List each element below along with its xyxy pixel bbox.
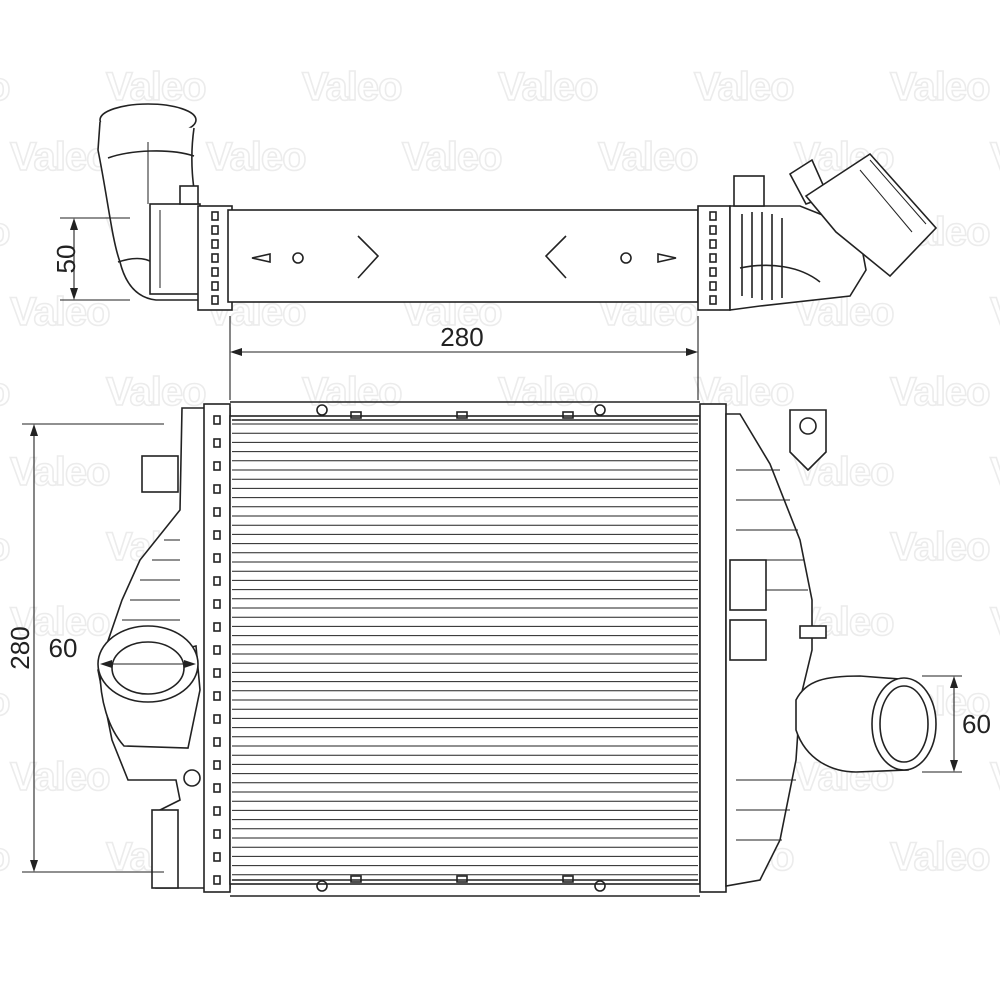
valeo-watermark: Valeo — [0, 370, 10, 414]
valeo-watermark: Valeo — [10, 135, 110, 179]
top-view-right-outlet — [729, 152, 938, 311]
valeo-watermark: Valeo — [302, 65, 402, 109]
valeo-watermark: Valeo — [890, 835, 990, 879]
top-view-left-hose — [97, 103, 201, 301]
dimension-outlet-diameter — [922, 675, 962, 773]
valeo-watermark: Valeo — [0, 525, 10, 569]
dimension-label-60-outlet: 60 — [962, 709, 991, 739]
valeo-watermark: Valeo — [890, 65, 990, 109]
valeo-watermark: Valeo — [0, 680, 10, 724]
top-view — [97, 103, 938, 311]
valeo-watermark: Valeo — [0, 210, 10, 254]
top-view-core — [197, 205, 731, 311]
valeo-watermark: Valeo — [694, 65, 794, 109]
valeo-watermark: Valeo — [990, 755, 1000, 799]
front-view-inlet-pipe — [97, 625, 201, 749]
front-view — [97, 401, 937, 897]
valeo-watermark: Valeo — [106, 65, 206, 109]
valeo-watermark: Valeo — [990, 600, 1000, 644]
front-view-core — [213, 401, 717, 897]
valeo-watermark: Valeo — [402, 135, 502, 179]
dimension-label-50: 50 — [51, 245, 81, 274]
valeo-watermark: Valeo — [10, 290, 110, 334]
valeo-watermark: Valeo — [10, 450, 110, 494]
valeo-watermark: Valeo — [990, 135, 1000, 179]
dimension-inlet-diameter — [100, 660, 196, 668]
dimension-width — [229, 316, 699, 400]
valeo-watermark: Valeo — [890, 370, 990, 414]
front-view-right-tank — [699, 403, 827, 893]
valeo-watermark: Valeo — [206, 135, 306, 179]
dimension-label-280-height: 280 — [5, 626, 35, 669]
valeo-watermark: Valeo — [10, 600, 110, 644]
valeo-watermark: Valeo — [498, 65, 598, 109]
dimension-top-view-height — [60, 217, 130, 301]
valeo-watermark: Valeo — [10, 755, 110, 799]
valeo-watermark: Valeo — [0, 835, 10, 879]
valeo-watermark: Valeo — [0, 65, 10, 109]
valeo-watermark: Valeo — [890, 525, 990, 569]
valeo-watermark: Valeo — [990, 290, 1000, 334]
valeo-watermark: Valeo — [990, 450, 1000, 494]
dimension-label-280-width: 280 — [440, 322, 483, 352]
valeo-watermark: Valeo — [498, 370, 598, 414]
dimension-height — [22, 423, 164, 873]
dimension-label-60-inlet: 60 — [49, 633, 78, 663]
front-view-outlet-pipe — [795, 675, 937, 773]
valeo-watermark: Valeo — [598, 135, 698, 179]
